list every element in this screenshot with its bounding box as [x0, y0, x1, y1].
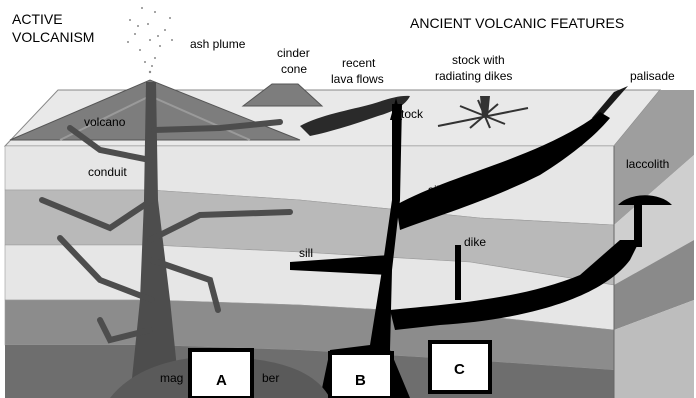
label-stock-dikes-line2: radiating dikes — [435, 69, 512, 83]
label-lava-line1: recent — [342, 56, 376, 70]
label-sill-upper: sill — [428, 183, 442, 197]
laccolith-feeder — [634, 205, 642, 247]
answer-box-b[interactable]: B — [330, 353, 392, 398]
answer-box-b-letter: B — [355, 372, 366, 389]
answer-box-a[interactable]: A — [190, 350, 252, 398]
dike — [455, 245, 461, 300]
label-conduit: conduit — [88, 165, 127, 179]
label-stock: stock — [395, 107, 424, 121]
label-magma-right: ber — [262, 371, 279, 385]
ash-plume — [127, 7, 173, 73]
heading-active-line1: ACTIVE — [12, 11, 63, 27]
heading-active-line2: VOLCANISM — [12, 29, 94, 45]
label-ash-plume: ash plume — [190, 37, 246, 51]
answer-box-c-letter: C — [454, 361, 465, 378]
label-volcano: volcano — [84, 115, 126, 129]
label-lava-line2: lava flows — [331, 72, 384, 86]
label-cinder-line1: cinder — [277, 46, 310, 60]
label-magma-left: mag — [160, 371, 183, 385]
label-stock-dikes-line1: stock with — [452, 53, 505, 67]
label-dike: dike — [464, 235, 486, 249]
label-cinder-line2: cone — [281, 62, 307, 76]
label-sill-lower: sill — [299, 246, 313, 260]
answer-box-c[interactable]: C — [430, 342, 490, 392]
heading-ancient: ANCIENT VOLCANIC FEATURES — [410, 15, 624, 31]
label-laccolith: laccolith — [626, 157, 669, 171]
label-palisade: palisade — [630, 69, 675, 83]
answer-box-a-letter: A — [216, 372, 227, 389]
